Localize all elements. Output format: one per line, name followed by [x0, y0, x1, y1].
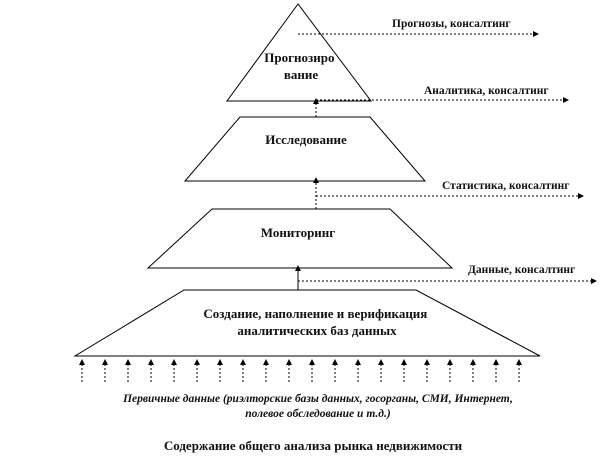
- figure-caption: Содержание общего анализа рынка недвижим…: [164, 438, 463, 453]
- output-analytics-label: Аналитика, консалтинг: [424, 85, 549, 97]
- primary-data-sources-line2: полевое обследование и т.д.): [245, 408, 391, 420]
- level-database-label: Создание, наполнение и верификация анали…: [203, 306, 430, 338]
- primary-data-sources-line1: Первичные данные (риэлторские базы данны…: [122, 393, 513, 405]
- level-database-label-line2: аналитических баз данных: [237, 323, 397, 338]
- level-forecasting-label: Прогнозиро вание: [264, 50, 337, 82]
- output-statistics-label: Статистика, консалтинг: [442, 180, 570, 192]
- primary-data-input-arrows: [79, 359, 522, 382]
- level-forecasting-label-line1: Прогнозиро: [264, 50, 334, 65]
- level-database-trapezoid: [73, 289, 541, 357]
- level-database-label-line1: Создание, наполнение и верификация: [203, 306, 427, 321]
- output-forecasts-label: Прогнозы, консалтинг: [392, 18, 511, 30]
- level-monitoring-trapezoid: [146, 208, 454, 269]
- level-monitoring-label: Мониторинг: [261, 225, 336, 240]
- level-forecasting-label-line2: вание: [284, 67, 319, 82]
- level-forecasting-triangle: [226, 3, 373, 102]
- level-research-label: Исследование: [265, 132, 347, 147]
- level-research-trapezoid: [183, 116, 427, 182]
- output-data-label: Данные, консалтинг: [468, 264, 575, 276]
